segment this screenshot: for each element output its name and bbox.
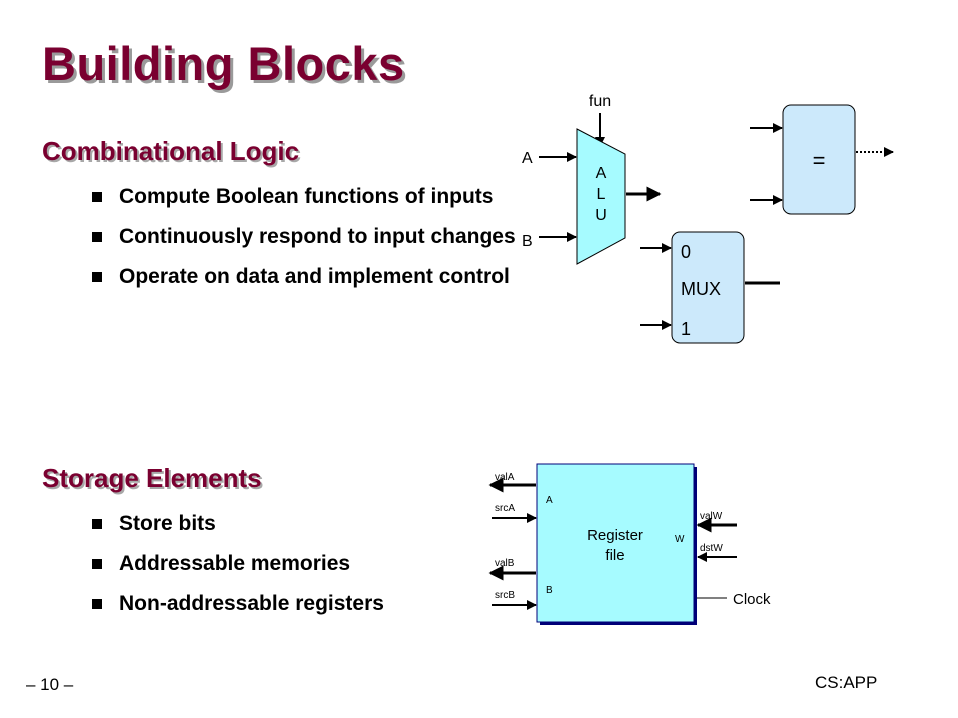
mux-box: [671, 231, 745, 344]
page-number: – 10 –: [26, 675, 74, 694]
register-port-a-label: A: [546, 495, 553, 506]
register-port-w-label: W: [675, 534, 685, 545]
srcb-label: srcB: [495, 590, 515, 601]
storage-elements-list: Store bits Addressable memories Non-addr…: [92, 509, 519, 618]
alu-block: fun A L U A B: [522, 93, 662, 265]
register-port-b-label: B: [546, 585, 553, 596]
list-item: Operate on data and implement control: [92, 262, 519, 291]
footer-brand: CS:APP: [815, 673, 878, 692]
alu-input-a-label: A: [522, 150, 533, 167]
valw-label: valW: [700, 511, 723, 522]
vala-label: valA: [495, 472, 515, 483]
mux-name: MUX: [681, 279, 721, 299]
equality-block: =: [750, 104, 894, 215]
register-file-box: [536, 463, 695, 623]
list-item: Compute Boolean functions of inputs: [92, 182, 519, 211]
list-item: Non-addressable registers: [92, 589, 519, 618]
storage-elements-heading: Storage Elements: [42, 463, 262, 493]
slide-title: Building Blocks: [42, 37, 405, 90]
alu-letter: U: [595, 207, 607, 224]
list-item: Store bits: [92, 509, 519, 538]
dstw-label: dstW: [700, 543, 723, 554]
clock-label: Clock: [733, 591, 771, 608]
mux-input-0-label: 0: [681, 242, 691, 262]
combinational-logic-list: Compute Boolean functions of inputs Cont…: [92, 182, 519, 291]
valb-label: valB: [495, 558, 515, 569]
mux-input-1-label: 1: [681, 319, 691, 339]
srca-label: srcA: [495, 503, 515, 514]
alu-letter: L: [597, 186, 606, 203]
register-file-block: Register file A B W valA srcA valB srcB …: [488, 463, 771, 625]
equality-box: [782, 104, 856, 215]
equality-symbol: =: [813, 148, 826, 173]
list-item: Addressable memories: [92, 549, 519, 578]
register-file-name: file: [605, 547, 624, 564]
alu-input-b-label: B: [522, 233, 533, 250]
mux-block: 0 MUX 1: [640, 231, 780, 344]
list-item: Continuously respond to input changes: [92, 222, 519, 251]
alu-fun-label: fun: [589, 93, 611, 110]
alu-letter: A: [596, 165, 607, 182]
alu-shape: [576, 128, 626, 265]
combinational-logic-heading: Combinational Logic: [42, 136, 300, 166]
register-file-name: Register: [587, 527, 643, 544]
